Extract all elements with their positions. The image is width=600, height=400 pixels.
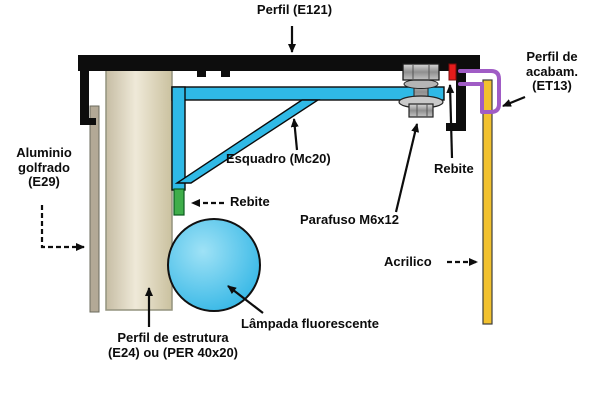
arrow-rebite-right	[446, 84, 455, 159]
aluminum-strip	[89, 105, 100, 313]
bracket-diagonal-brace	[174, 99, 321, 184]
top-profile-shape	[78, 55, 480, 77]
arrow-aluminio	[40, 205, 85, 251]
bracket-esquadro-shape	[171, 86, 445, 191]
arrow-parafuso	[394, 123, 420, 213]
label-parafuso: Parafuso M6x12	[300, 212, 399, 227]
arrow-perfil-acabamento	[502, 95, 526, 108]
structure-profile-shape	[105, 61, 173, 311]
bracket-vertical-arm	[171, 86, 186, 191]
annotation-arrows	[40, 26, 526, 327]
label-esquadro: Esquadro (Mc20)	[226, 151, 331, 166]
left-profile-shape	[80, 55, 96, 125]
bolt-assembly	[398, 63, 444, 118]
bolt-flange	[403, 79, 439, 89]
arrow-esquadro	[290, 118, 299, 151]
label-aluminio: Aluminio golfrado (E29)	[16, 145, 72, 190]
bolt-nut	[408, 103, 434, 118]
rivet-green	[173, 188, 185, 216]
bolt-head	[402, 63, 440, 81]
label-perfil-e121: Perfil (E121)	[256, 2, 333, 17]
label-rebite-left: Rebite	[230, 194, 270, 209]
finish-profile-shape	[458, 69, 501, 114]
lamp-circle	[167, 218, 261, 312]
arrow-lampada	[227, 285, 264, 314]
rivet-red	[448, 63, 457, 81]
label-rebite-right: Rebite	[434, 161, 474, 176]
label-perfil-acabamento: Perfil de acabam. (ET13)	[525, 49, 579, 94]
acrylic-strip	[482, 79, 493, 325]
label-perfil-estrutura: Perfil de estrutura (E24) ou (PER 40x20)	[107, 330, 239, 360]
label-acrilico: Acrilico	[384, 254, 432, 269]
label-lampada: Lâmpada fluorescente	[241, 316, 379, 331]
